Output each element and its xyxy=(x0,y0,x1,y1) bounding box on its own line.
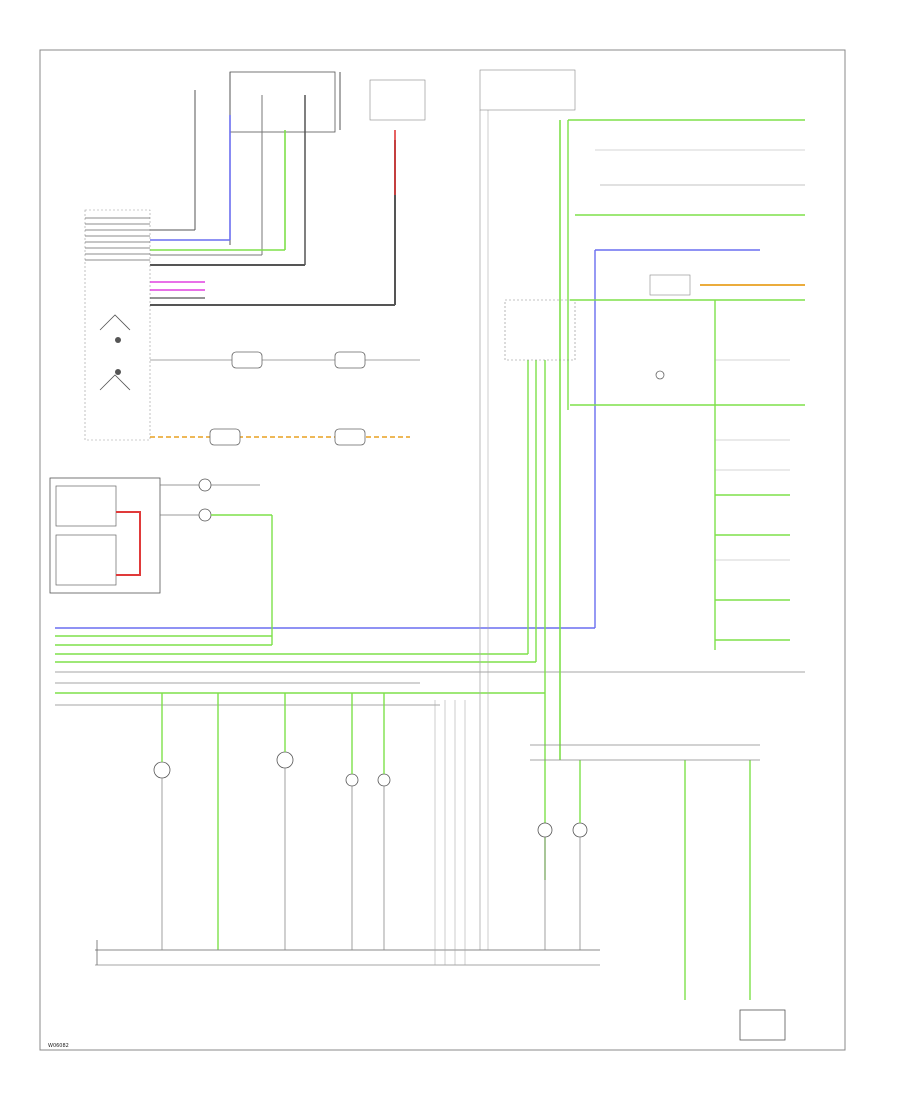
footer-id: W06082 xyxy=(48,1043,69,1049)
left-connector-block xyxy=(84,209,151,441)
left-module-box xyxy=(49,477,272,594)
lamp-row-lower xyxy=(150,428,410,446)
lamp-row-upper xyxy=(150,351,420,369)
top-left-switch-group xyxy=(194,71,341,265)
top-right-module xyxy=(479,69,576,111)
top-center-module xyxy=(369,79,426,121)
right-side-wiring xyxy=(568,119,805,650)
lower-components xyxy=(95,693,786,1041)
central-vertical-bundle xyxy=(479,110,576,950)
main-horizontal-bundle xyxy=(55,249,805,706)
diagram-border xyxy=(39,49,846,1051)
